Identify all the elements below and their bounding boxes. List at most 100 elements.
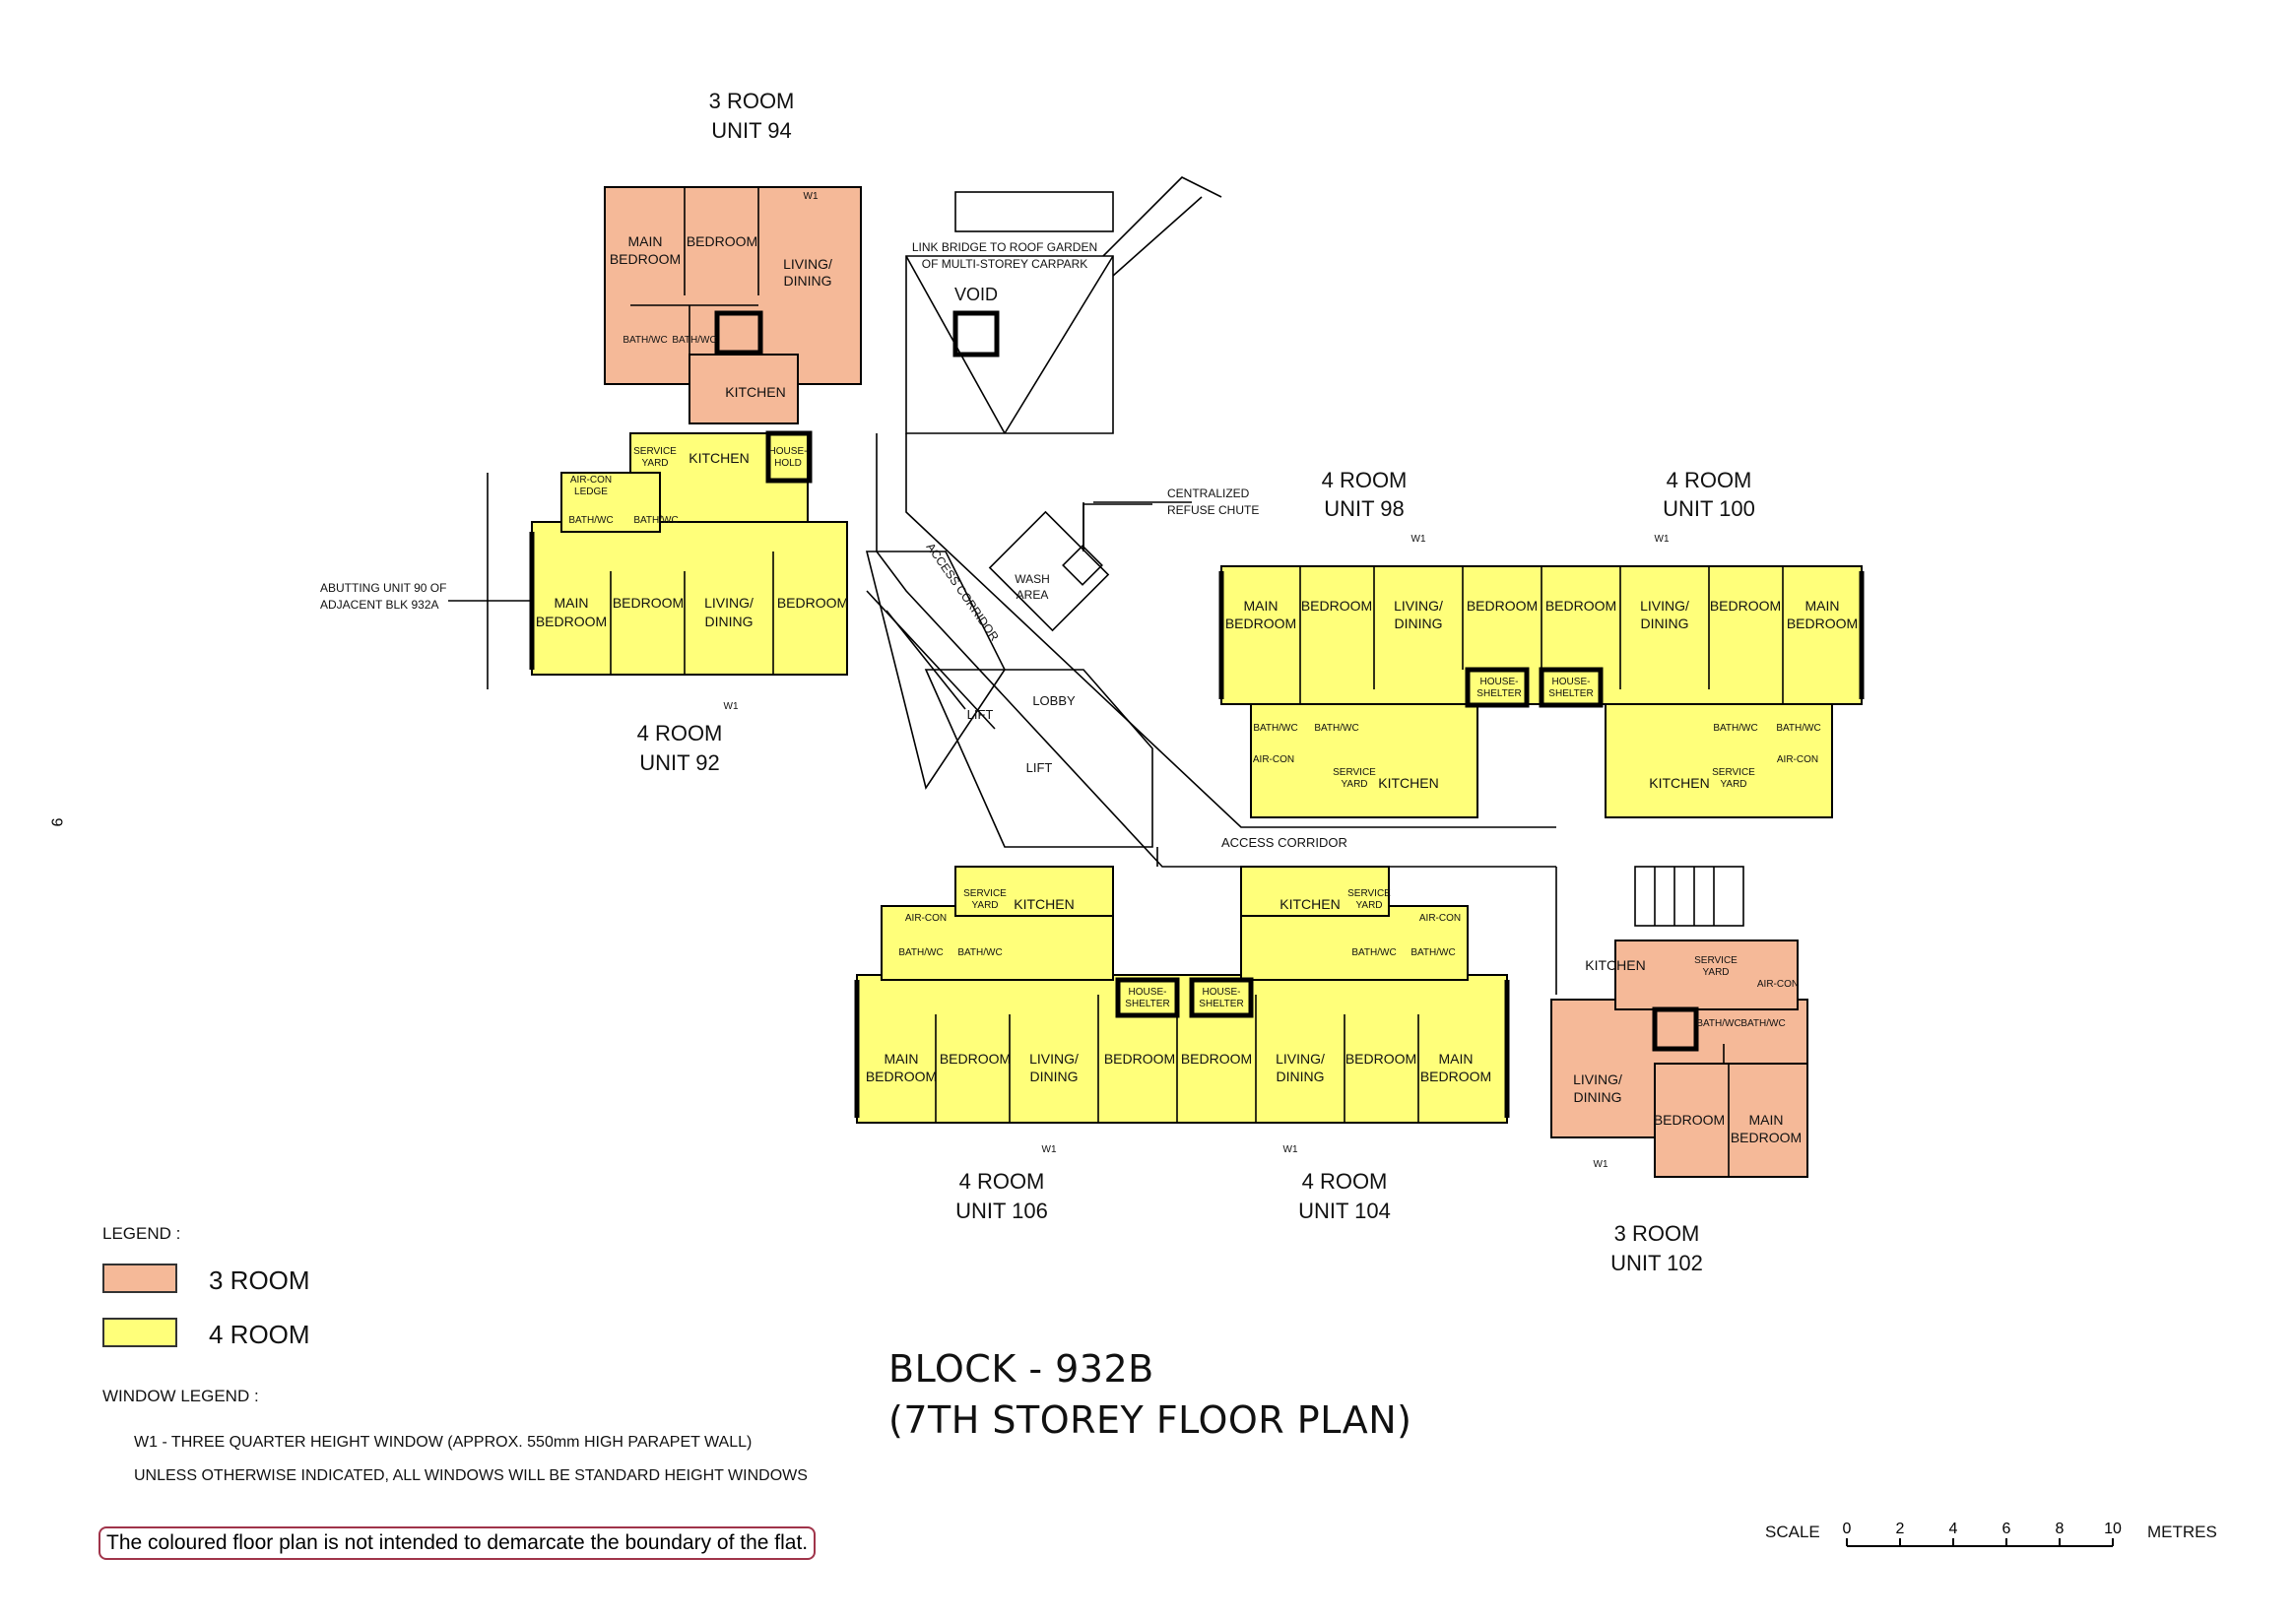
svg-text:MAIN: MAIN — [1749, 1112, 1784, 1128]
abutting-label: ABUTTING UNIT 90 OF — [320, 581, 446, 595]
lift-label-1: LIFT — [967, 707, 994, 722]
svg-text:BEDROOM: BEDROOM — [1787, 616, 1858, 631]
unit-106-number: UNIT 106 — [955, 1199, 1048, 1223]
svg-text:BATH/WC: BATH/WC — [1314, 723, 1358, 734]
svg-text:AIR-CON: AIR-CON — [1419, 913, 1461, 924]
lobby-label: LOBBY — [1032, 693, 1076, 708]
svg-text:SHELTER: SHELTER — [1476, 688, 1521, 699]
svg-text:BATH/WC: BATH/WC — [568, 515, 613, 526]
svg-text:MAIN: MAIN — [885, 1051, 919, 1067]
unit-102-type: 3 ROOM — [1614, 1221, 1700, 1246]
svg-text:BATH/WC: BATH/WC — [1713, 723, 1757, 734]
svg-text:DINING: DINING — [705, 614, 754, 629]
svg-text:AIR-CON: AIR-CON — [1253, 754, 1294, 765]
svg-text:BEDROOM: BEDROOM — [1345, 1051, 1416, 1067]
legend-heading: LEGEND : — [102, 1224, 181, 1243]
svg-text:MAIN: MAIN — [628, 233, 663, 249]
svg-text:BEDROOM: BEDROOM — [1181, 1051, 1252, 1067]
scale-tick-label: 0 — [1843, 1521, 1852, 1537]
svg-text:BATH/WC: BATH/WC — [1740, 1018, 1785, 1029]
unit-98-number: UNIT 98 — [1324, 496, 1405, 521]
unit-104-type: 4 ROOM — [1302, 1169, 1388, 1194]
unit-98-type: 4 ROOM — [1322, 468, 1408, 492]
svg-text:BEDROOM: BEDROOM — [1104, 1051, 1175, 1067]
svg-text:BEDROOM: BEDROOM — [1731, 1130, 1802, 1145]
svg-text:MAIN: MAIN — [1805, 598, 1840, 614]
legend-label-4room: 4 ROOM — [209, 1320, 310, 1349]
plan-title: BLOCK - 932B — [888, 1347, 1154, 1391]
svg-text:BATH/WC: BATH/WC — [1410, 947, 1455, 958]
window-legend-line1: W1 - THREE QUARTER HEIGHT WINDOW (APPROX… — [134, 1434, 753, 1451]
plan-subtitle: (7TH STOREY FLOOR PLAN) — [888, 1398, 1412, 1442]
svg-text:BEDROOM: BEDROOM — [940, 1051, 1011, 1067]
svg-text:BEDROOM: BEDROOM — [610, 251, 681, 267]
unit-100-type: 4 ROOM — [1667, 468, 1752, 492]
svg-text:HOUSE-: HOUSE- — [1203, 987, 1241, 998]
svg-text:HOLD: HOLD — [774, 458, 802, 469]
unit-92-number: UNIT 92 — [639, 750, 720, 775]
svg-text:W1: W1 — [1283, 1144, 1298, 1155]
svg-text:BATH/WC: BATH/WC — [1351, 947, 1396, 958]
window-legend-line2: UNLESS OTHERWISE INDICATED, ALL WINDOWS … — [134, 1467, 808, 1484]
scale-tick-label: 8 — [2056, 1521, 2065, 1537]
disclaimer-note: The coloured floor plan is not intended … — [98, 1526, 817, 1560]
svg-text:KITCHEN: KITCHEN — [1279, 896, 1340, 912]
unit-94-type: 3 ROOM — [709, 89, 795, 113]
scale-unit: METRES — [2147, 1523, 2217, 1541]
svg-text:W1: W1 — [1655, 534, 1670, 545]
legend-label-3room: 3 ROOM — [209, 1265, 310, 1295]
svg-text:LIVING/: LIVING/ — [783, 256, 832, 272]
svg-text:BATH/WC: BATH/WC — [1253, 723, 1297, 734]
svg-text:LIVING/: LIVING/ — [1029, 1051, 1079, 1067]
unit-94 — [604, 186, 862, 424]
svg-text:DINING: DINING — [1641, 616, 1689, 631]
svg-text:W1: W1 — [1594, 1159, 1608, 1170]
svg-text:YARD: YARD — [1720, 779, 1746, 790]
unit-106-type: 4 ROOM — [959, 1169, 1045, 1194]
corridor-core — [865, 176, 1744, 995]
svg-text:BEDROOM: BEDROOM — [687, 233, 757, 249]
svg-text:BEDROOM: BEDROOM — [866, 1069, 937, 1084]
svg-text:BEDROOM: BEDROOM — [536, 614, 607, 629]
refuse-chute-label: CENTRALIZED — [1167, 486, 1250, 500]
unit-102 — [1550, 940, 1808, 1178]
svg-text:DINING: DINING — [1030, 1069, 1079, 1084]
svg-text:LIVING/: LIVING/ — [1394, 598, 1443, 614]
scale-tick-label: 10 — [2104, 1521, 2122, 1537]
svg-text:KITCHEN: KITCHEN — [689, 450, 749, 466]
svg-text:ADJACENT BLK 932A: ADJACENT BLK 932A — [320, 598, 439, 612]
svg-text:KITCHEN: KITCHEN — [1014, 896, 1074, 912]
svg-text:SERVICE: SERVICE — [633, 446, 677, 457]
svg-text:W1: W1 — [1411, 534, 1426, 545]
svg-text:REFUSE CHUTE: REFUSE CHUTE — [1167, 503, 1259, 517]
svg-text:YARD: YARD — [1341, 779, 1367, 790]
svg-text:DINING: DINING — [1574, 1089, 1622, 1105]
svg-text:SHELTER: SHELTER — [1199, 999, 1243, 1009]
svg-text:YARD: YARD — [971, 900, 998, 911]
unit-92 — [529, 430, 848, 676]
svg-text:SERVICE: SERVICE — [1694, 955, 1738, 966]
svg-text:BEDROOM: BEDROOM — [1710, 598, 1781, 614]
svg-text:HOUSE-: HOUSE- — [1129, 987, 1167, 998]
access-corridor-label: ACCESS CORRIDOR — [924, 541, 1002, 644]
svg-text:AIR-CON: AIR-CON — [1757, 979, 1799, 990]
unit-labels: 3 ROOM UNIT 94 4 ROOM UNIT 92 4 ROOM UNI… — [637, 89, 1755, 1275]
svg-text:BEDROOM: BEDROOM — [1467, 598, 1538, 614]
svg-text:SERVICE: SERVICE — [1712, 767, 1755, 778]
svg-text:LEDGE: LEDGE — [574, 486, 608, 497]
svg-text:BATH/WC: BATH/WC — [957, 947, 1002, 958]
lift-label-2: LIFT — [1026, 760, 1053, 775]
svg-text:YARD: YARD — [1355, 900, 1382, 911]
svg-text:W1: W1 — [1042, 1144, 1057, 1155]
svg-text:W1: W1 — [724, 701, 739, 712]
unit-104-number: UNIT 104 — [1298, 1199, 1391, 1223]
wash-area-label: WASH — [1015, 572, 1050, 586]
svg-text:BATH/WC: BATH/WC — [898, 947, 943, 958]
svg-text:BATH/WC: BATH/WC — [1776, 723, 1820, 734]
svg-text:LIVING/: LIVING/ — [1640, 598, 1689, 614]
scale-label: SCALE — [1765, 1523, 1820, 1541]
unit-106-104 — [854, 866, 1510, 1124]
svg-text:KITCHEN: KITCHEN — [725, 384, 785, 400]
